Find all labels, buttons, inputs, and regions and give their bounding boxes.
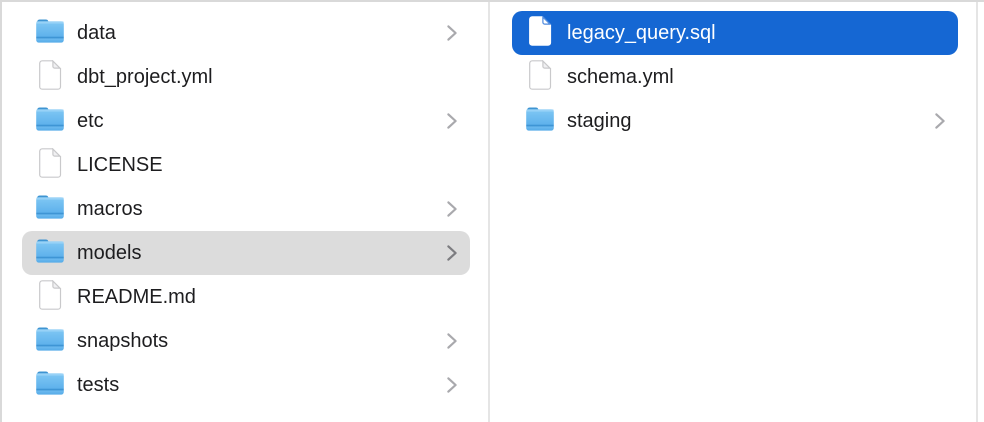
finder-item-schema.yml[interactable]: schema.yml	[512, 55, 958, 99]
finder-item-models[interactable]: models	[22, 231, 470, 275]
finder-item-legacy_query.sql[interactable]: legacy_query.sql	[512, 11, 958, 55]
item-label: LICENSE	[77, 154, 163, 176]
file-icon	[528, 59, 552, 95]
file-icon	[38, 279, 62, 315]
window-edge-left	[0, 0, 2, 422]
item-label: data	[77, 22, 116, 44]
chevron-right-icon	[446, 200, 458, 218]
finder-item-tests[interactable]: tests	[22, 363, 470, 407]
chevron-right-icon	[934, 112, 946, 130]
finder-column-project-root: data dbt_project.yml	[2, 2, 490, 422]
item-label: dbt_project.yml	[77, 66, 213, 88]
chevron-right-icon	[446, 376, 458, 394]
chevron-right-icon	[446, 24, 458, 42]
item-label: etc	[77, 110, 104, 132]
finder-item-etc[interactable]: etc	[22, 99, 470, 143]
chevron-right-icon	[446, 244, 458, 262]
folder-icon	[35, 18, 65, 49]
item-label: models	[77, 242, 142, 264]
chevron-right-icon	[446, 332, 458, 350]
finder-item-README.md[interactable]: README.md	[22, 275, 470, 319]
item-label: staging	[567, 110, 632, 132]
folder-icon	[35, 370, 65, 401]
folder-icon	[35, 194, 65, 225]
item-label: snapshots	[77, 330, 169, 352]
file-icon	[528, 15, 552, 51]
finder-item-snapshots[interactable]: snapshots	[22, 319, 470, 363]
file-icon	[38, 147, 62, 183]
window-edge-top	[0, 0, 984, 2]
finder-item-macros[interactable]: macros	[22, 187, 470, 231]
folder-icon	[525, 106, 555, 137]
folder-icon	[35, 106, 65, 137]
finder-item-staging[interactable]: staging	[512, 99, 958, 143]
item-label: legacy_query.sql	[567, 22, 716, 44]
chevron-right-icon	[446, 112, 458, 130]
item-label: macros	[77, 198, 143, 220]
folder-icon	[35, 326, 65, 357]
finder-column-models-contents: legacy_query.sql schema.yml	[492, 2, 978, 422]
item-label: schema.yml	[567, 66, 674, 88]
item-label: tests	[77, 374, 120, 396]
item-label: README.md	[77, 286, 196, 308]
folder-icon	[35, 238, 65, 269]
finder-item-LICENSE[interactable]: LICENSE	[22, 143, 470, 187]
finder-item-dbt_project.yml[interactable]: dbt_project.yml	[22, 55, 470, 99]
file-icon	[38, 59, 62, 95]
finder-item-data[interactable]: data	[22, 11, 470, 55]
